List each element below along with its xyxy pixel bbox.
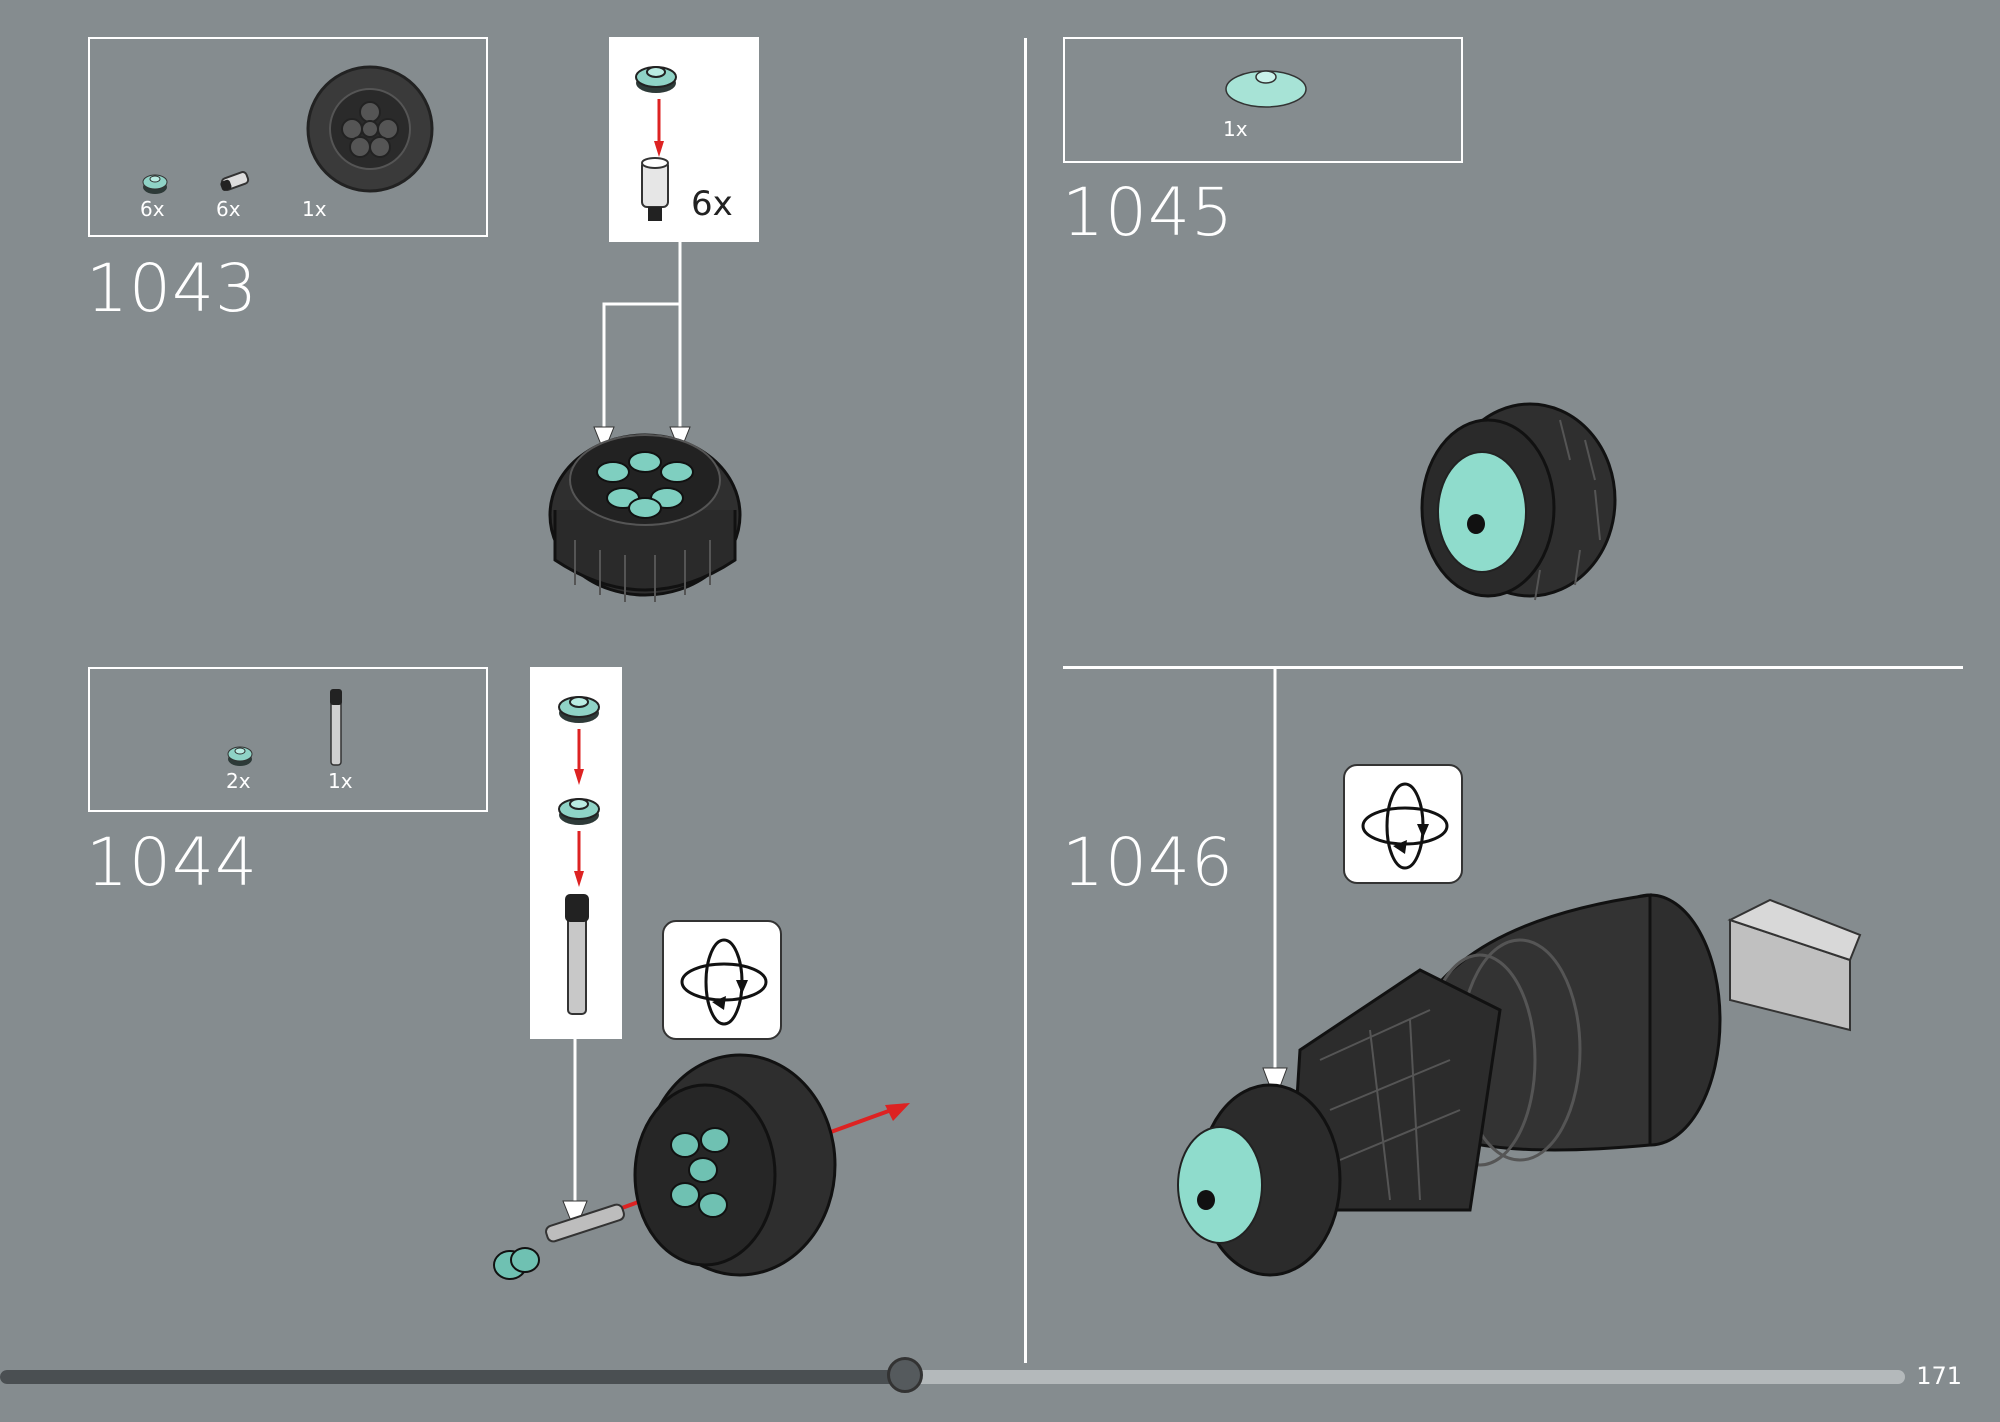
part-qty: 1x [1223, 117, 1248, 141]
step-number: 1045 [1062, 174, 1234, 251]
round-plate-part-icon [558, 696, 600, 723]
red-arrow-icon [574, 729, 584, 785]
dish-part-icon [1225, 70, 1307, 108]
round-plate-part-icon [558, 798, 600, 825]
step-number: 1043 [86, 250, 258, 327]
wheel-assembly-illustration [548, 433, 742, 602]
wheel-dish-illustration [1420, 402, 1617, 601]
engine-assembly-illustration [1177, 893, 1862, 1277]
parts-list-1043: 6x 6x 1x [88, 37, 488, 237]
pin-part-icon [641, 157, 669, 221]
step-number: 1044 [86, 824, 258, 901]
wheel-axle-illustration [493, 1053, 910, 1280]
parts-list-1045: 1x [1063, 37, 1463, 163]
sub-assembly-callout: 6x [609, 37, 759, 242]
pin-part-icon [220, 171, 250, 191]
round-plate-part-icon [635, 66, 677, 93]
part-qty: 1x [328, 769, 353, 793]
tire-part-icon [306, 65, 434, 193]
step-number: 1046 [1062, 824, 1234, 901]
part-qty: 2x [226, 769, 251, 793]
page-progress-bar[interactable] [0, 1357, 1905, 1393]
step-divider [1063, 666, 1963, 669]
parts-list-1044: 2x 1x [88, 667, 488, 812]
sub-assembly-callout [530, 667, 622, 1039]
rotate-model-icon [1343, 764, 1463, 884]
progress-handle[interactable] [887, 1357, 923, 1393]
callout-qty: 6x [691, 184, 733, 224]
red-arrow-icon [574, 831, 584, 887]
red-arrow-icon [654, 99, 664, 157]
part-qty: 1x [302, 197, 327, 221]
round-plate-part-icon [227, 746, 253, 766]
part-qty: 6x [140, 197, 165, 221]
axle-part-icon [565, 894, 589, 1015]
page-number: 171 [1916, 1362, 1962, 1390]
column-divider [1024, 38, 1027, 1363]
axle-part-icon [330, 689, 342, 766]
rotate-model-icon [662, 920, 782, 1040]
part-qty: 6x [216, 197, 241, 221]
round-plate-part-icon [142, 174, 168, 194]
progress-fill [0, 1370, 905, 1384]
